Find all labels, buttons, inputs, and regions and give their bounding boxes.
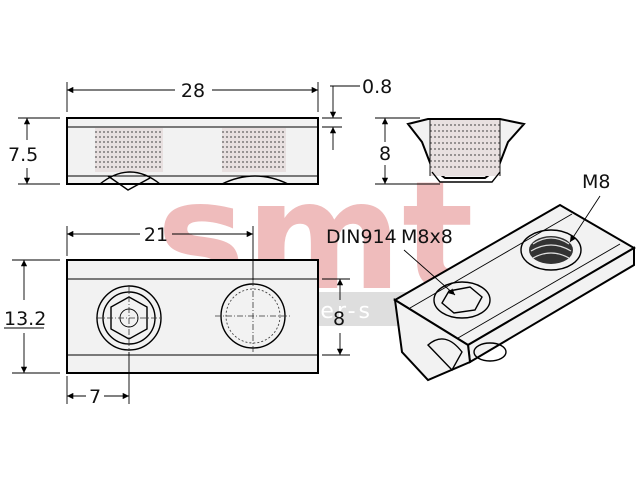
dim-label-21: 21 bbox=[144, 224, 168, 246]
label-m8x8: M8x8 bbox=[401, 226, 453, 248]
dim-top-length: 28 bbox=[66, 80, 319, 112]
dim-label-13-2: 13.2 bbox=[4, 308, 46, 330]
label-m8: M8 bbox=[582, 171, 610, 193]
iso-screw-hole bbox=[433, 281, 491, 319]
dim-label-0-8: 0.8 bbox=[362, 76, 392, 98]
plan-view bbox=[66, 259, 319, 374]
annotation-thread: M8 bbox=[569, 171, 610, 243]
dim-label-7-5: 7.5 bbox=[8, 144, 38, 166]
iso-thread-hole bbox=[520, 229, 582, 271]
label-din914: DIN914 bbox=[326, 226, 397, 248]
dim-label-8-side: 8 bbox=[379, 143, 391, 165]
dim-top-height: 7.5 bbox=[8, 117, 60, 185]
dim-plan-length: 21 bbox=[66, 224, 254, 280]
dim-label-8-plan: 8 bbox=[333, 308, 345, 330]
thread-zone-right bbox=[222, 128, 286, 172]
annotation-screw: DIN914 M8x8 bbox=[326, 226, 456, 296]
dim-plan-width: 13.2 bbox=[4, 259, 60, 374]
thread-zone-left bbox=[95, 128, 163, 172]
dim-side-height: 8 bbox=[375, 117, 440, 185]
thread-hole bbox=[215, 280, 292, 352]
dim-label-7: 7 bbox=[89, 386, 101, 408]
front-view bbox=[66, 117, 319, 191]
dim-top-offset: 0.8 bbox=[322, 76, 392, 150]
dim-label-28: 28 bbox=[181, 80, 205, 102]
side-view bbox=[406, 118, 526, 183]
dim-plan-right: 8 bbox=[322, 278, 350, 356]
set-screw bbox=[96, 285, 162, 351]
dim-plan-left: 7 bbox=[66, 352, 130, 408]
